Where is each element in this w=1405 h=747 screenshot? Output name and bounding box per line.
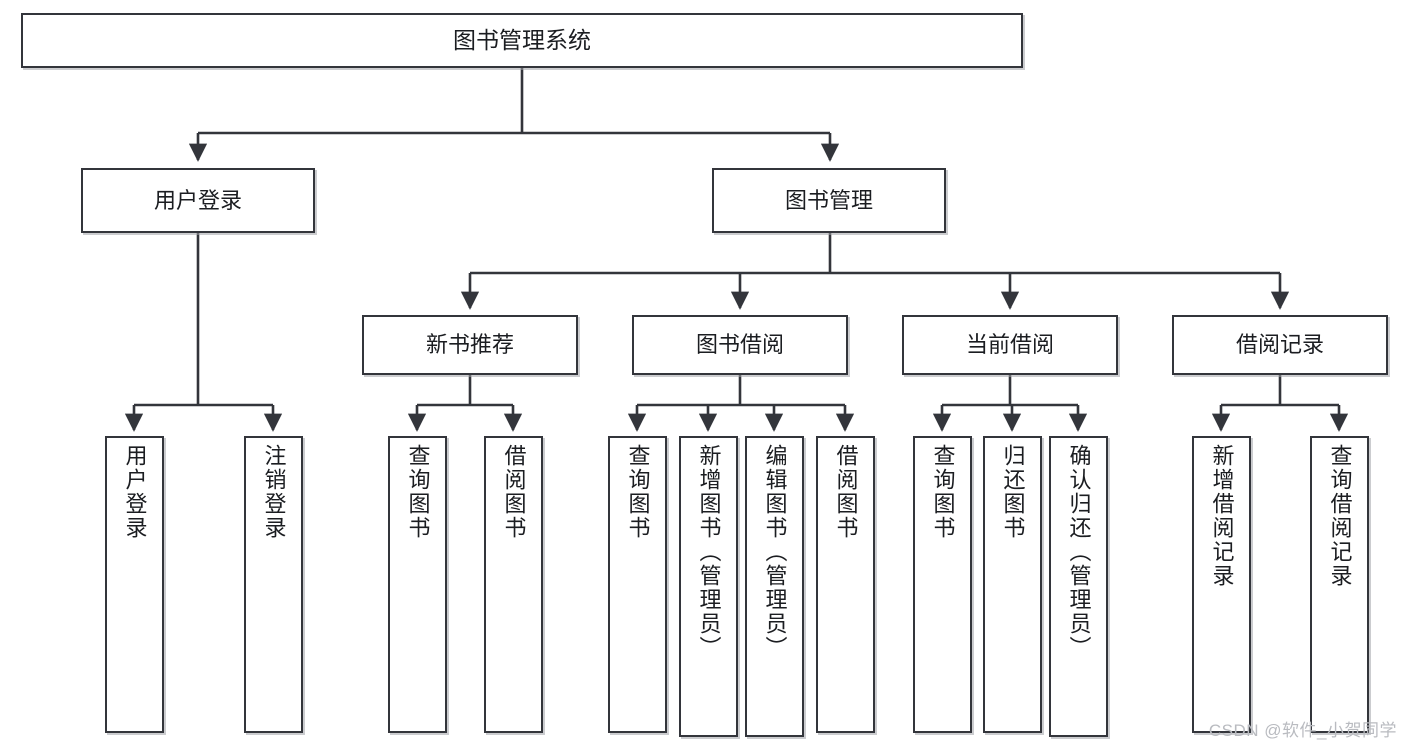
watermark: CSDN @软件_小贺同学 [1208,721,1397,740]
leaf-user-login-signin[interactable]: 用户登录 [105,436,164,733]
node-label: 新增图书（管理员） [696,444,722,660]
leaf-recommend-query-book[interactable]: 查询图书 [388,436,447,733]
node-label: 借阅图书 [501,444,527,540]
node-label: 注销登录 [261,444,287,540]
node-label: 借阅图书 [833,444,859,540]
node-label: 查询图书 [625,444,651,540]
node-new-book-recommend[interactable]: 新书推荐 [362,315,578,375]
node-book-management[interactable]: 图书管理 [712,168,946,233]
leaf-user-login-signout[interactable]: 注销登录 [244,436,303,733]
leaf-record-add-record[interactable]: 新增借阅记录 [1192,436,1251,733]
leaf-record-query-record[interactable]: 查询借阅记录 [1310,436,1369,733]
leaf-recommend-borrow-book[interactable]: 借阅图书 [484,436,543,733]
node-current-borrow[interactable]: 当前借阅 [902,315,1118,375]
node-label: 确认归还（管理员） [1066,444,1092,660]
leaf-current-query-book[interactable]: 查询图书 [913,436,972,733]
leaf-borrow-edit-book-admin[interactable]: 编辑图书（管理员） [745,436,804,737]
node-label: 当前借阅 [965,332,1054,358]
node-label: 借阅记录 [1235,332,1324,358]
node-root-system[interactable]: 图书管理系统 [21,13,1023,68]
node-label: 查询借阅记录 [1327,444,1353,588]
node-label: 新书推荐 [425,332,514,358]
leaf-borrow-add-book-admin[interactable]: 新增图书（管理员） [679,436,738,737]
leaf-borrow-query-book[interactable]: 查询图书 [608,436,667,733]
node-label: 图书管理 [784,187,873,213]
node-borrow-record[interactable]: 借阅记录 [1172,315,1388,375]
node-label: 图书管理系统 [453,26,591,53]
node-label: 编辑图书（管理员） [762,444,788,660]
node-label: 查询图书 [405,444,431,540]
node-label: 用户登录 [153,187,242,213]
node-user-login[interactable]: 用户登录 [81,168,315,233]
node-label: 图书借阅 [695,332,784,358]
leaf-current-confirm-return-admin[interactable]: 确认归还（管理员） [1049,436,1108,737]
node-label: 查询图书 [930,444,956,540]
leaf-current-return-book[interactable]: 归还图书 [983,436,1042,733]
node-label: 用户登录 [122,444,148,540]
node-book-borrow[interactable]: 图书借阅 [632,315,848,375]
node-label: 归还图书 [1000,444,1026,540]
node-label: 新增借阅记录 [1209,444,1235,588]
leaf-borrow-borrow-book[interactable]: 借阅图书 [816,436,875,733]
